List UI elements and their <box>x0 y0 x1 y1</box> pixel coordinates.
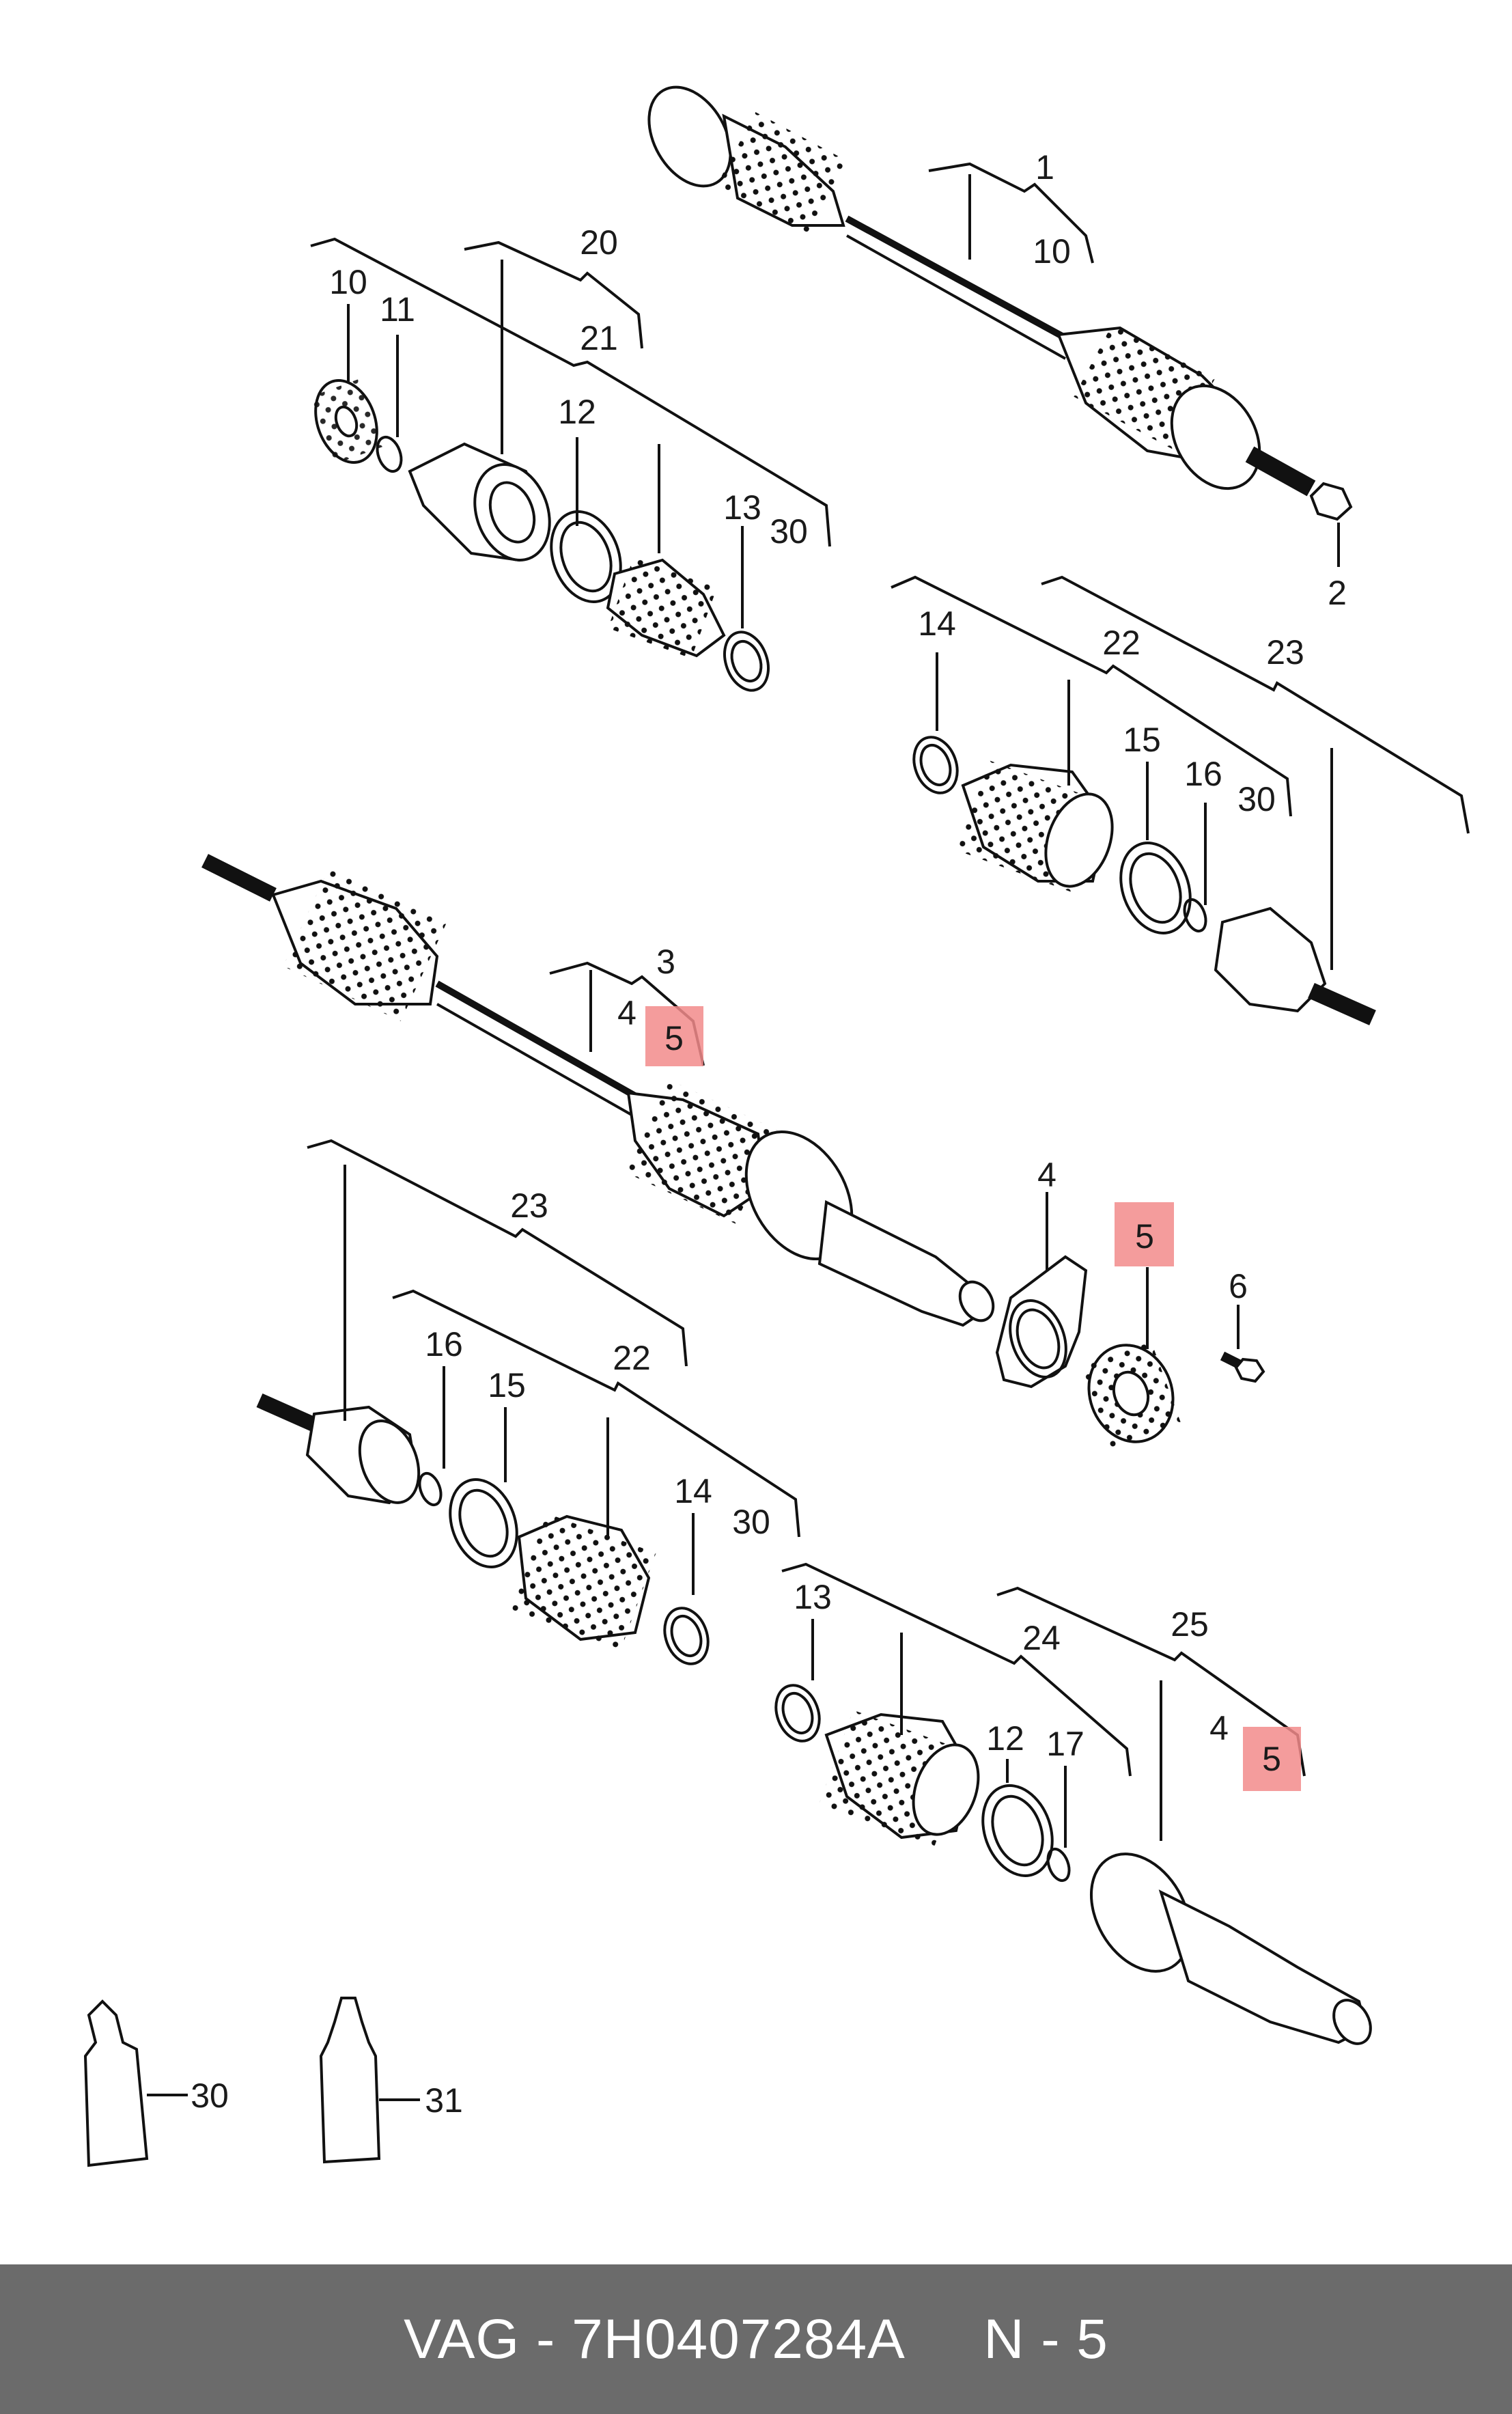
callout-20: 20 <box>580 223 618 262</box>
grease-tube <box>83 1999 188 2167</box>
callout-16: 16 <box>1184 755 1222 793</box>
callout-24: 24 <box>1022 1619 1061 1657</box>
bearing-bracket-parts <box>995 1255 1265 1449</box>
callout-15: 15 <box>488 1366 526 1404</box>
callout-15: 15 <box>1123 721 1161 759</box>
callout-14: 14 <box>674 1472 712 1510</box>
callout-16: 16 <box>425 1325 463 1363</box>
callout-12: 12 <box>558 393 596 431</box>
footer-bar: VAG - 7H0407284A N - 5 <box>0 2264 1512 2414</box>
callout-bracket-lines <box>307 162 1470 1848</box>
part-number-label: VAG - 7H0407284A N - 5 <box>404 2307 1108 2370</box>
callout-30: 30 <box>770 512 808 551</box>
callout-6: 6 <box>1229 1267 1248 1305</box>
outer-joint-kit-parts <box>309 378 770 692</box>
highlight-box-5-middle <box>645 1006 703 1066</box>
callout-5: 5 <box>664 1019 684 1057</box>
callout-4: 4 <box>1209 1709 1229 1747</box>
callout-3: 3 <box>656 943 675 981</box>
drive-shaft-assembly-top <box>647 85 1353 521</box>
outer-joint-kit-parts-lower <box>774 1684 1372 2045</box>
callout-17: 17 <box>1046 1725 1084 1763</box>
callout-1: 1 <box>1035 148 1054 186</box>
callout-23: 23 <box>510 1187 548 1225</box>
callout-30: 30 <box>1237 780 1276 818</box>
callout-5: 5 <box>1262 1740 1281 1778</box>
callout-22: 22 <box>1102 624 1140 662</box>
callout-30: 30 <box>732 1503 770 1541</box>
inner-joint-kit-parts-lower <box>256 1393 710 1665</box>
callout-5: 5 <box>1135 1217 1154 1255</box>
callout-12: 12 <box>986 1719 1024 1758</box>
callout-31: 31 <box>425 2081 463 2120</box>
highlight-box-5-right <box>1115 1202 1174 1266</box>
callout-13: 13 <box>723 488 761 527</box>
callout-14: 14 <box>918 605 956 643</box>
callout-22: 22 <box>613 1339 651 1377</box>
drive-shaft-assembly-middle <box>201 854 995 1327</box>
callout-2: 2 <box>1328 574 1347 612</box>
callout-10: 10 <box>1033 232 1071 270</box>
callout-11: 11 <box>380 290 415 329</box>
callout-4: 4 <box>617 994 636 1032</box>
callout-labels: 1 10 2 20 21 10 11 12 13 30 14 22 23 15 … <box>191 148 1347 2120</box>
sealant-bottle <box>319 1997 420 2164</box>
inner-joint-kit-parts-upper <box>912 736 1376 1025</box>
callout-4: 4 <box>1037 1156 1056 1194</box>
highlight-box-5-lower <box>1243 1727 1301 1791</box>
callout-21: 21 <box>580 319 618 357</box>
callout-30: 30 <box>191 2077 229 2115</box>
callout-25: 25 <box>1171 1605 1209 1643</box>
callout-23: 23 <box>1266 633 1304 671</box>
callout-13: 13 <box>794 1578 832 1616</box>
callout-10: 10 <box>329 263 367 301</box>
